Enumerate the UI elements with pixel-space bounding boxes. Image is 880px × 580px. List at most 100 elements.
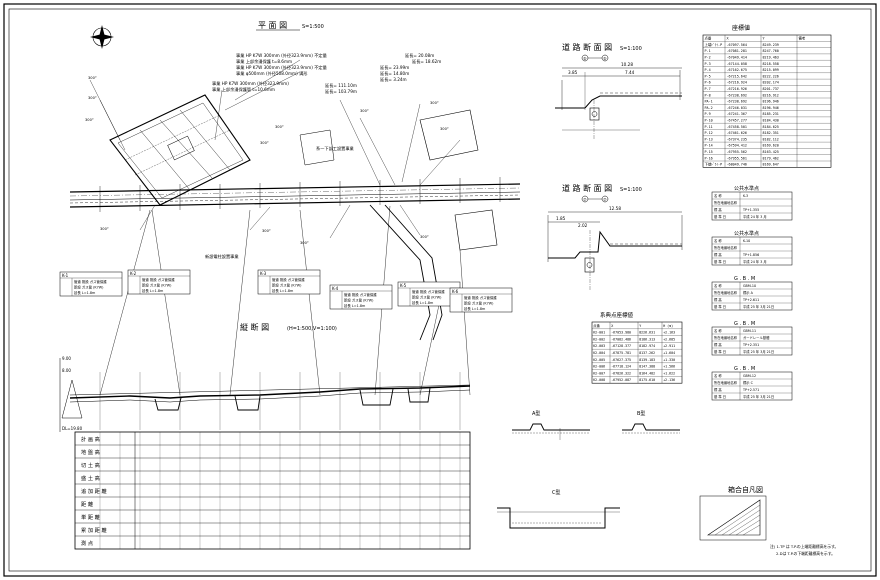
plan-angle-label: 300° <box>100 227 109 231</box>
benchmark-field-value: 平成 24 年 3 月 <box>743 259 767 264</box>
plate-cell: +1.566 <box>663 365 675 369</box>
benchmark-field-value: TP+2.351 <box>742 343 759 347</box>
plate-cell: +2.136 <box>663 378 675 382</box>
benchmark-field-label: 標 高 <box>714 342 722 347</box>
benchmark-field-value: K-10 <box>743 239 750 243</box>
coord-cell: 8163.425 <box>763 150 779 154</box>
plate-cell: 8175.610 <box>639 378 655 382</box>
coord-cell: -67594.412 <box>727 144 747 148</box>
coord-cell: 8215.099 <box>763 68 779 72</box>
coord-cell: P-6 <box>705 81 711 85</box>
coord-cell: -67374.235 <box>727 137 747 141</box>
coord-cell: 備考 <box>799 36 806 41</box>
benchmark-field-label: 基 準 日 <box>714 349 726 354</box>
coord-cell: 8249.239 <box>763 43 779 47</box>
plan-note-3: 事業 HP K7W 300mm (外径323.9mm) 不定量 <box>236 64 327 71</box>
coord-cell: -67097.564 <box>727 43 747 47</box>
pipe-tag-line: 新設 ガス管 (K7W) <box>412 295 442 300</box>
coord-cell: P-7 <box>705 87 711 91</box>
plan-note-works-1: 系一下部工設置事業 <box>316 145 355 152</box>
coord-cell: 8247.760 <box>763 49 779 53</box>
plate-cell: +2.685 <box>663 337 675 341</box>
section-a-scale: S=1:100 <box>620 46 642 52</box>
profile-left-elev-top: 9.00 <box>62 356 71 361</box>
plan-note-works-2: 新設電柱設置事業 <box>205 253 239 260</box>
profile-row-label: 累 加 距 離 <box>81 526 107 534</box>
coord-cell: -67215.642 <box>727 74 747 78</box>
section-b-markers: ⑦ ⑦ <box>581 195 609 203</box>
pipe-tag-line: 管道 既設 ガス管保護 <box>272 277 305 282</box>
benchmark-field-value: GBM-11 <box>743 329 756 333</box>
coord-cell: -67049.414 <box>727 56 747 60</box>
coord-cell: 8216.912 <box>763 93 779 97</box>
benchmark-field-label: 名 称 <box>714 238 722 243</box>
plate-cell: -67082.486 <box>611 337 631 341</box>
coord-cell: -67246.031 <box>727 106 747 110</box>
plate-cell: 8226.631 <box>639 331 655 335</box>
plate-cell: -67053.980 <box>611 331 631 335</box>
benchmark-field-value: 平成 25 年 3月 21日 <box>743 304 774 309</box>
coord-cell: 8184.625 <box>763 125 779 129</box>
plan-angle-label: 300° <box>88 76 97 80</box>
section-a-mark-left: ⑤ <box>583 56 587 61</box>
coord-cell: Y <box>763 37 765 41</box>
plan-angle-label: 300° <box>360 109 369 113</box>
plan-note-4: 事業 φ500mm (外径508.0mm) 溝形 <box>236 70 308 77</box>
coord-cell: 上端ﾄﾞﾗｲ-P <box>705 42 723 47</box>
pipe-tag-line: 新設 ガス管 (K7W) <box>344 298 374 303</box>
coord-cell: P-5 <box>705 74 711 78</box>
pipe-tag-label: K-4 <box>332 286 339 291</box>
plate-cell: 8164.482 <box>639 371 655 375</box>
benchmark-field-value: TP+2.571 <box>742 388 759 392</box>
coord-cell: 8169.647 <box>763 163 779 167</box>
plate-cell: K2-007 <box>593 371 605 375</box>
profile-row-label: 追 加 距 離 <box>81 487 107 495</box>
plate-cell: -67875.781 <box>611 351 631 355</box>
benchmark-field-label: 標 高 <box>714 207 722 212</box>
plan-note-1: 事業 HP K7W 300mm (外径323.9mm) 不定量 <box>236 52 327 59</box>
north-arrow-icon <box>90 25 114 49</box>
profile-row-label: 測 点 <box>81 539 93 547</box>
profile-row-label: 地 盤 高 <box>81 448 100 456</box>
plan-view <box>69 59 521 396</box>
benchmark-field-value: 平成 25 年 3月 21日 <box>743 349 774 354</box>
plan-length-2: 延長= 18.62m <box>412 58 441 65</box>
plate-cell: 8147.388 <box>639 365 655 369</box>
plate-cell: +1.622 <box>663 371 675 375</box>
plan-angle-label: 300° <box>88 96 97 100</box>
section-b-dim-left: 1.85 <box>556 216 566 221</box>
coord-cell: -67955.562 <box>727 150 747 154</box>
coord-cell: P-10 <box>705 119 713 123</box>
coord-cell: 下端ﾄﾞﾗｲ-P <box>705 162 723 167</box>
coordinates-table-title: 座標値 <box>732 24 750 32</box>
coord-cell: -67216.926 <box>727 87 747 91</box>
pipe-tag-line: 新設 ガス管 (K7W) <box>272 283 302 288</box>
profile-scale: (H=1:500,V=1:100) <box>287 326 337 332</box>
profile-row-label: 計 画 高 <box>81 435 100 443</box>
profile-row-label: 切 土 高 <box>81 461 100 469</box>
profile-left-datum: DL=19.80 <box>62 426 83 431</box>
detail-c <box>497 507 620 529</box>
benchmark-field-label: 所在地番地名称 <box>714 200 738 205</box>
coord-cell: P-1 <box>705 49 711 53</box>
benchmark-field-value: GBM-10 <box>743 284 756 288</box>
section-a-dim-left: 3.85 <box>568 70 578 75</box>
coord-cell: -67955.561 <box>727 156 747 160</box>
plan-length-6: 延長= 111.10m <box>325 82 357 89</box>
section-b-dim-total: 12.58 <box>609 206 621 211</box>
plate-cell: 点番 <box>593 323 600 328</box>
plate-cell: +2.911 <box>663 344 675 348</box>
coord-cell: -67144.058 <box>727 62 747 66</box>
plate-cell: 8186.313 <box>639 337 655 341</box>
plate-cell: H (m) <box>663 324 673 328</box>
coord-cell: 8222.226 <box>763 74 779 78</box>
benchmark-field-value: K-3 <box>743 194 748 198</box>
coord-cell: 8201.737 <box>763 87 779 91</box>
section-a-dim-total: 10.28 <box>621 62 633 67</box>
